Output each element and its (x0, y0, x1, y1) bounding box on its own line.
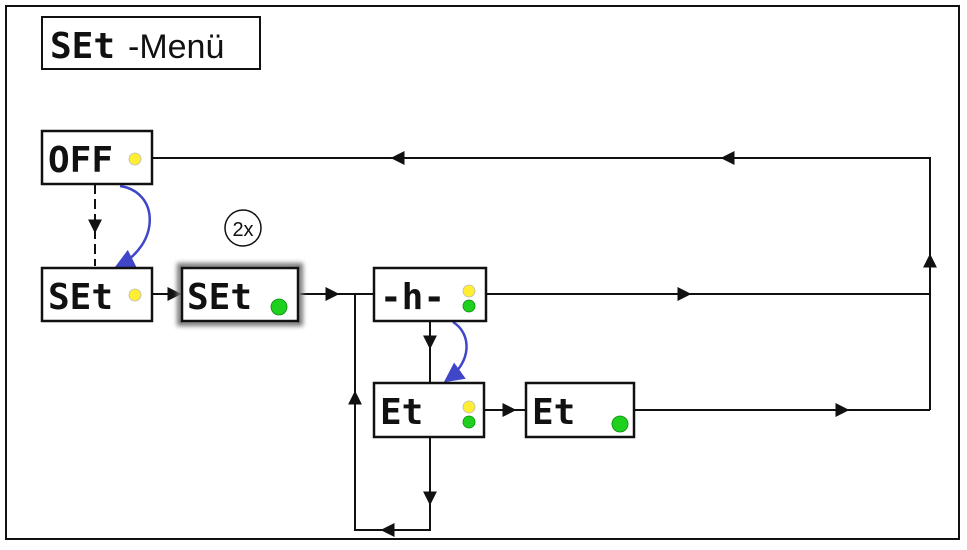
display-et-active-text: Et (532, 392, 575, 433)
badge-circle (224, 209, 262, 247)
led-green-icon (270, 298, 288, 316)
diagram-frame (5, 5, 960, 540)
title-box (41, 16, 261, 70)
badge-2x: 2x (232, 219, 253, 241)
loop-line-off (152, 157, 931, 410)
blue-curve-arrow-h-et (443, 320, 468, 383)
led-green-icon (611, 415, 629, 433)
title-prefix: SEt (50, 26, 115, 67)
led-yellow-icon (462, 284, 476, 298)
display-off: OFF (40, 129, 154, 186)
connection-lines (88, 151, 937, 537)
display-et: Et (372, 381, 486, 439)
display-h: -h- (372, 266, 488, 323)
display-set-text: SEt (48, 277, 113, 318)
led-yellow-icon (462, 400, 476, 414)
display-h-text: -h- (380, 277, 445, 318)
led-yellow-icon (128, 288, 142, 302)
display-set: SEt (40, 266, 154, 323)
led-green-icon (462, 415, 476, 429)
display-off-text: OFF (48, 140, 113, 181)
led-yellow-icon (128, 152, 142, 166)
blue-curve-arrow-off-set (114, 184, 151, 268)
display-set-blinking: SEt (177, 263, 303, 326)
title-suffix: -Menü (128, 28, 224, 66)
led-green-icon (462, 299, 476, 313)
display-set-blinking-text: SEt (187, 277, 252, 318)
display-et-active: Et (524, 381, 636, 439)
display-et-text: Et (380, 392, 423, 433)
